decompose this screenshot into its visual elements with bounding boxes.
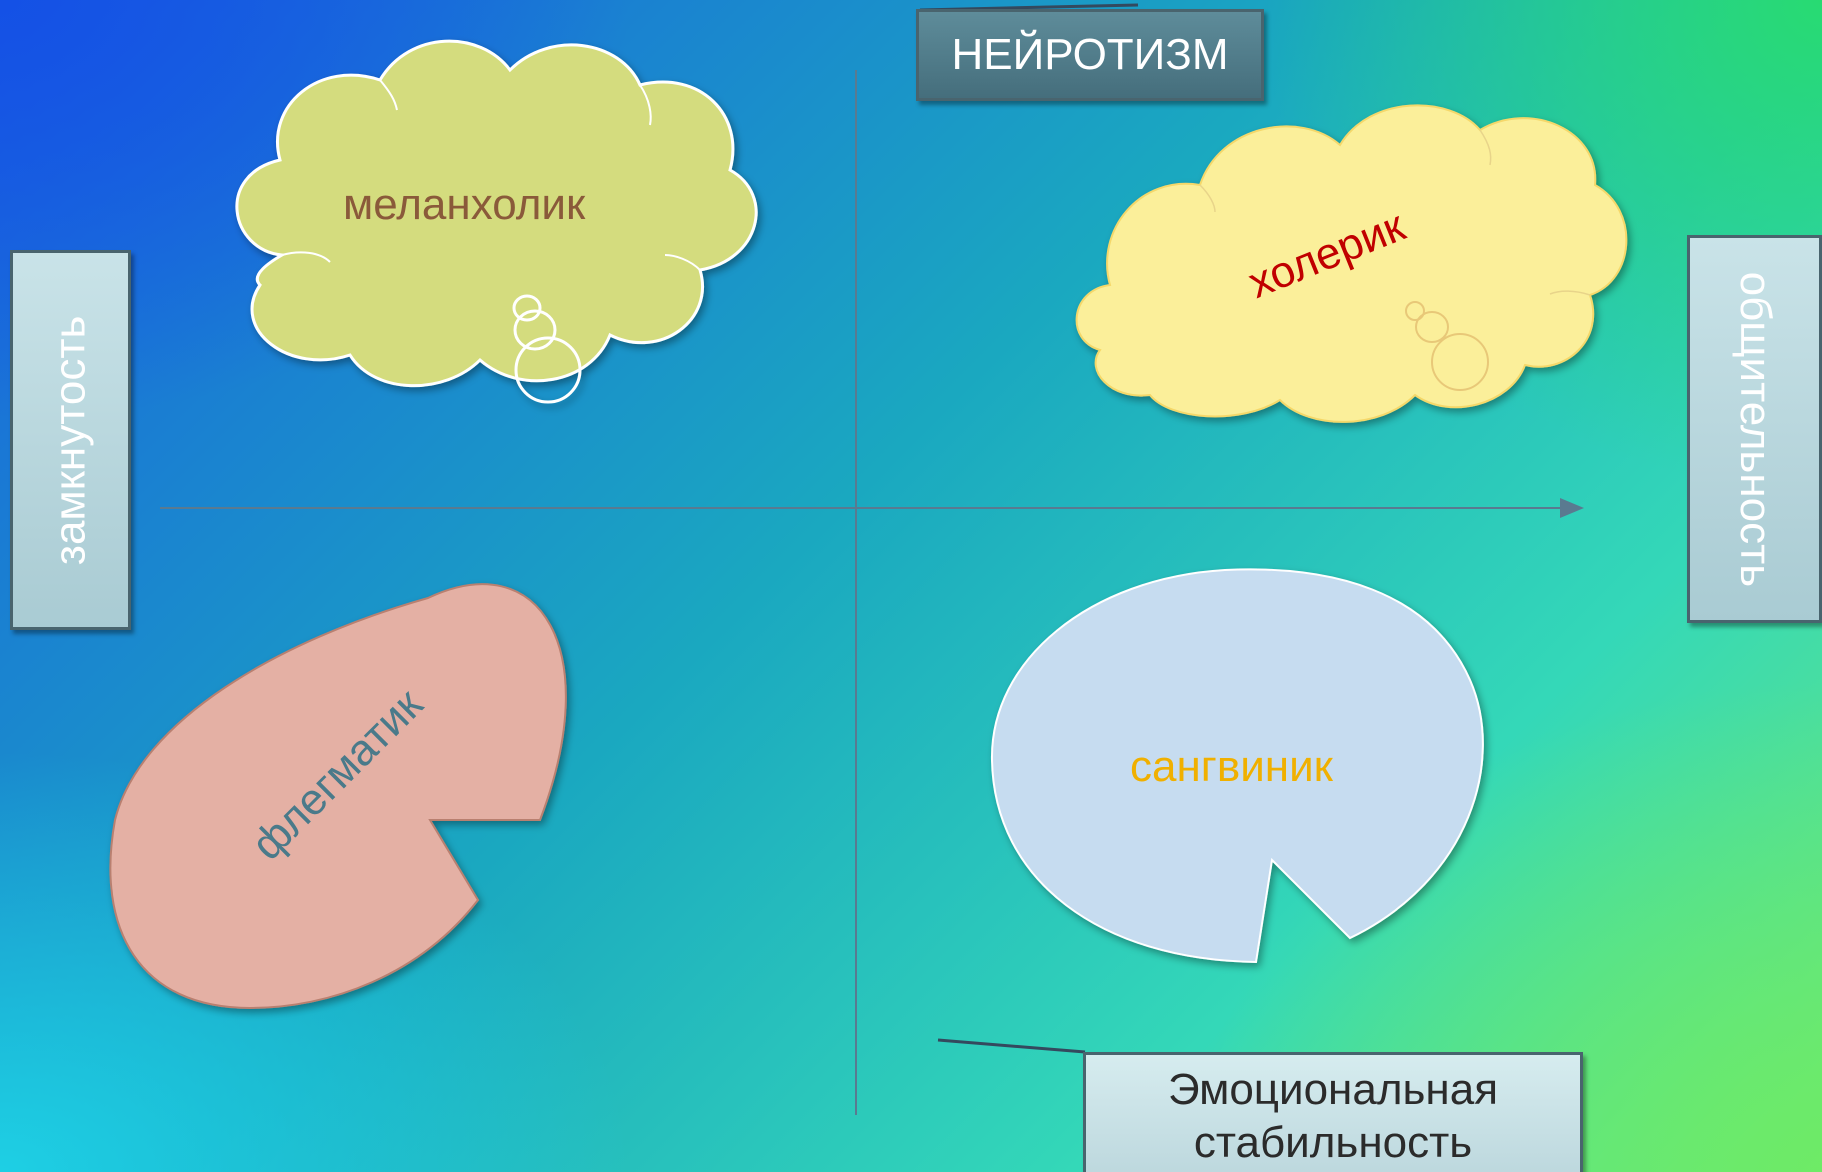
neuroticism-label: НЕЙРОТИЗМ — [951, 29, 1229, 79]
melancholic-cloud — [235, 39, 758, 404]
introversion-label-box: замкнутость — [10, 250, 131, 630]
sanguine-shape — [990, 568, 1484, 964]
sociability-label-box: общительность — [1687, 235, 1822, 623]
introversion-label: замкнутость — [45, 315, 95, 565]
emotional-stability-label-box: Эмоциональная стабильность — [1083, 1052, 1583, 1172]
sanguine-label: сангвиник — [1130, 742, 1333, 791]
bottom-connector-line — [937, 1038, 1086, 1054]
phlegmatic-shape — [109, 583, 567, 1010]
sociability-label: общительность — [1730, 271, 1780, 587]
choleric-cloud — [1075, 104, 1628, 423]
neuroticism-label-box: НЕЙРОТИЗМ — [916, 9, 1264, 101]
melancholic-label: меланхолик — [343, 180, 586, 229]
emotional-stability-label: Эмоциональная стабильность — [1167, 1065, 1499, 1167]
